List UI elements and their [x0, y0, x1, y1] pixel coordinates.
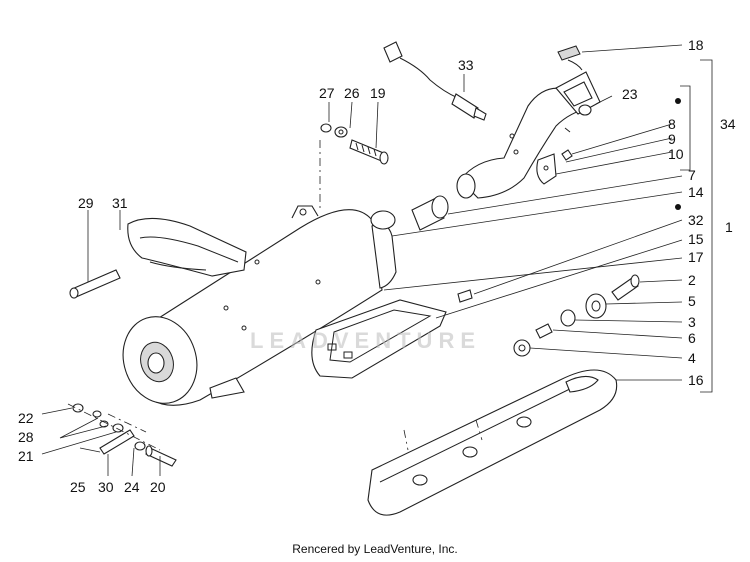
bushing-4	[513, 339, 531, 357]
spacer-30	[99, 429, 135, 455]
washers-28	[92, 410, 109, 428]
bolt-19	[349, 139, 389, 165]
bracket-8-9-10	[536, 149, 573, 185]
sleeve-7	[411, 195, 449, 231]
callout-33: 33	[458, 57, 474, 73]
washer-27	[320, 123, 332, 133]
callout-20: 20	[150, 479, 166, 495]
washer-26	[334, 126, 348, 138]
callout-32: 32	[688, 212, 704, 228]
exhaust-pipe	[456, 59, 601, 199]
bullet-dot-1	[675, 204, 681, 210]
footer-credit: Rencered by LeadVenture, Inc.	[292, 542, 458, 556]
bolt-2	[611, 274, 640, 301]
callout-1: 1	[725, 219, 733, 235]
leadventure-watermark: LEADVENTURE	[250, 328, 482, 353]
oxygen-sensor-33	[383, 41, 487, 121]
callout-34: 34	[720, 116, 736, 132]
callout-25: 25	[70, 479, 86, 495]
callout-14: 14	[688, 184, 704, 200]
rubber-3	[560, 309, 576, 327]
callout-26: 26	[344, 85, 360, 101]
callout-29: 29	[78, 195, 94, 211]
leader-lines	[41, 44, 713, 477]
gasket-18	[557, 45, 581, 61]
mounting-bracket-17	[311, 299, 447, 379]
callout-21: 21	[18, 448, 34, 464]
callout-8: 8	[668, 116, 676, 132]
heat-shield-31	[127, 217, 247, 277]
spacer-6	[535, 323, 553, 339]
callout-19: 19	[370, 85, 386, 101]
callout-16: 16	[688, 372, 704, 388]
callout-17: 17	[688, 249, 704, 265]
callout-28: 28	[18, 429, 34, 445]
washer-24	[134, 441, 146, 451]
callout-18: 18	[688, 37, 704, 53]
callout-27: 27	[319, 85, 335, 101]
callout-24: 24	[124, 479, 140, 495]
callout-15: 15	[688, 231, 704, 247]
callout-5: 5	[688, 293, 696, 309]
callout-30: 30	[98, 479, 114, 495]
washer-22	[72, 403, 84, 413]
pin-29	[69, 269, 121, 299]
callout-3: 3	[688, 314, 696, 330]
callout-31: 31	[112, 195, 128, 211]
callout-6: 6	[688, 330, 696, 346]
callout-22: 22	[18, 410, 34, 426]
callout-2: 2	[688, 272, 696, 288]
callout-9: 9	[668, 131, 676, 147]
bullet-dot-34	[675, 98, 681, 104]
bolt-20	[145, 445, 177, 467]
callout-4: 4	[688, 350, 696, 366]
muffler-body	[122, 205, 397, 406]
cover-16	[367, 369, 618, 516]
washer-5	[585, 293, 607, 319]
nut-23	[578, 104, 592, 116]
callout-10: 10	[668, 146, 684, 162]
callout-23: 23	[622, 86, 638, 102]
assembly-lines	[67, 140, 483, 451]
callout-7: 7	[688, 167, 696, 183]
exhaust-parts-diagram: 18 33 23 34 27 26 19 8 9 10 7 14 29 31 3…	[18, 37, 736, 516]
screw-32	[457, 289, 473, 303]
